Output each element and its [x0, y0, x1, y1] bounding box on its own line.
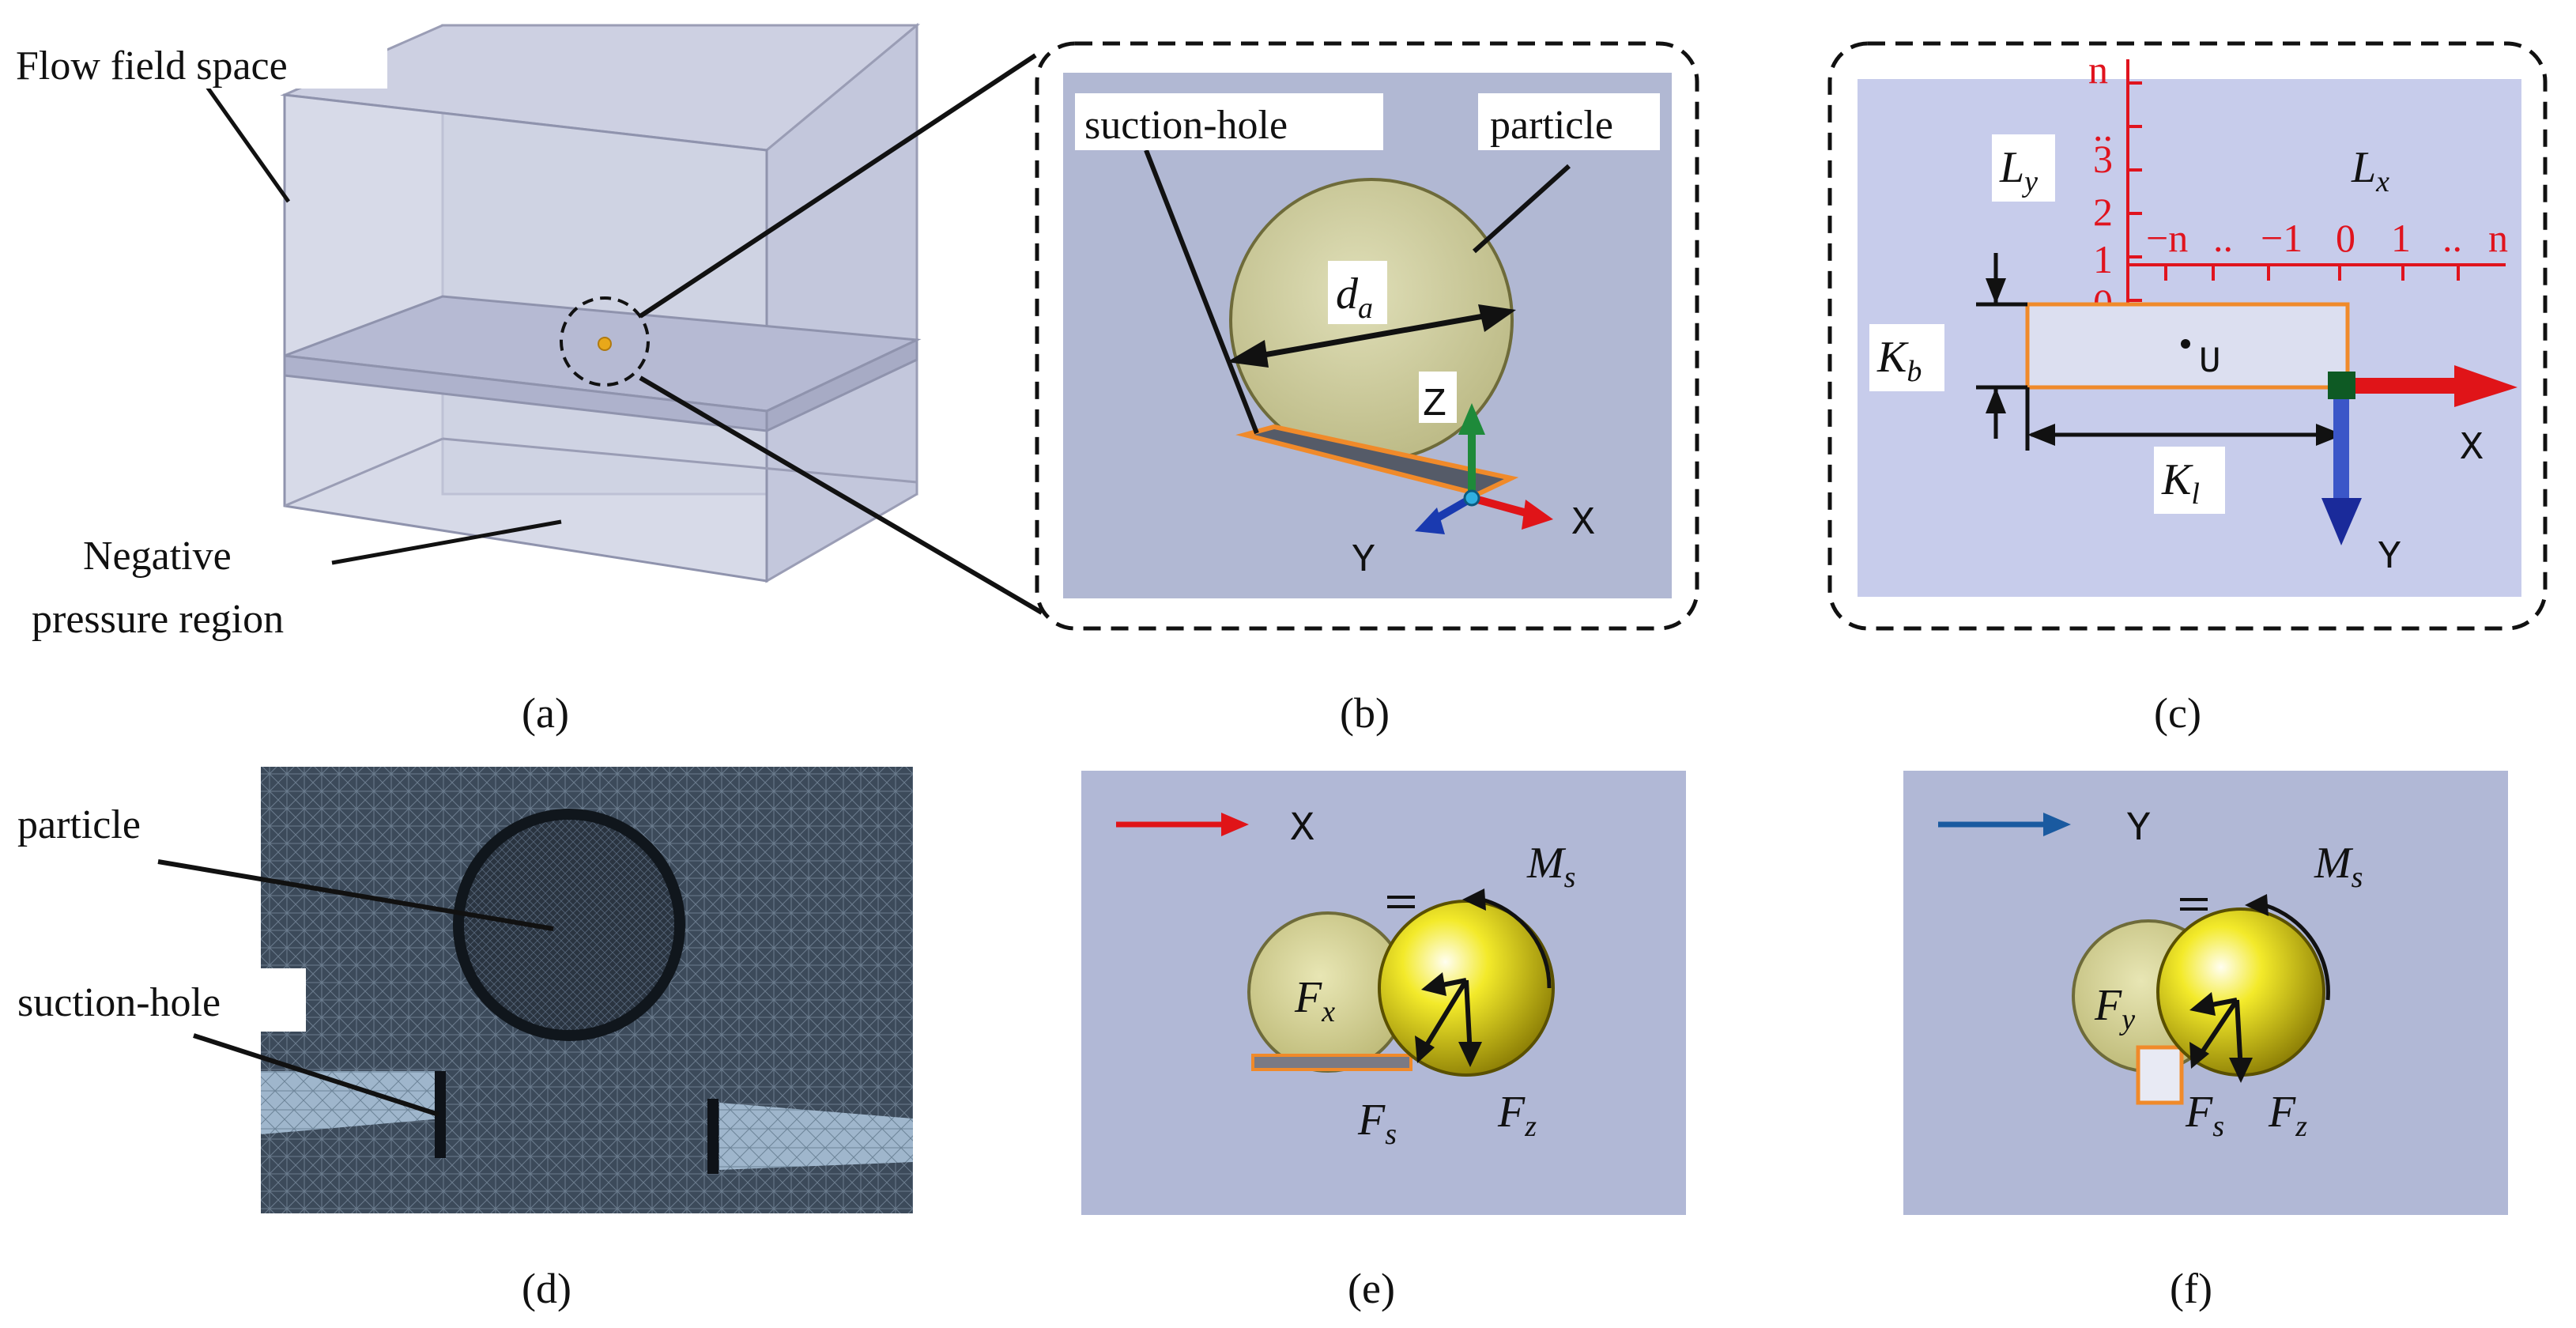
label-lx: Lx: [2351, 143, 2389, 198]
mesh-slab-left: [261, 1071, 443, 1134]
suction-hole-rect: [1235, 424, 1519, 497]
flow-field-box: [280, 22, 922, 583]
label-kb: Kb: [1876, 333, 1922, 388]
caption-d: (d): [522, 1265, 571, 1312]
label-ly: Ly: [1999, 143, 2038, 198]
x-tick-0: −n: [2146, 216, 2188, 260]
y-tick-1: ..: [2093, 105, 2113, 149]
leader-suction-d: [193, 1033, 439, 1117]
axis-label-y: Y: [1352, 538, 1375, 583]
leader-negative-region: [331, 519, 562, 565]
label-fx: Fx: [1294, 973, 1335, 1028]
label-suction-d: suction-hole: [17, 980, 221, 1025]
leader-suction-hole: [1144, 149, 1259, 435]
mesh-slab-right: [719, 1103, 913, 1170]
point-u: [2181, 339, 2190, 349]
moment-arc-e: [1481, 897, 1552, 989]
leader-particle-d: [157, 859, 554, 931]
axis-label-x: X: [1571, 501, 1595, 546]
y-tick-0: n: [2088, 47, 2108, 92]
zoom-connector-bottom: [639, 375, 1043, 615]
y-tick-3: 2: [2093, 190, 2113, 234]
zoom-connector-top: [639, 53, 1037, 319]
panel-f: Y Ms Fy Fs Fz (f): [1903, 771, 2508, 1312]
caption-a: (a): [522, 689, 569, 737]
y-tick-2: 3: [2093, 137, 2113, 181]
panel-a: Flow field space Negative pressure regio…: [8, 22, 922, 737]
dir-label-e: X: [1290, 805, 1314, 852]
x-tick-1: ..: [2213, 216, 2233, 260]
panel-e: X Ms Fx Fs Fz (e): [1081, 771, 1686, 1312]
mesh-particle: [453, 809, 685, 1041]
label-particle-d: particle: [17, 802, 141, 847]
diameter-arrow: [1227, 304, 1516, 368]
direction-arrow-x: [1116, 813, 1249, 836]
x-tick-6: n: [2488, 216, 2508, 260]
x-tick-5: ..: [2442, 216, 2462, 260]
y-axis-arrow-c: [2321, 399, 2362, 545]
label-fz-f: Fz: [2268, 1088, 2307, 1143]
caption-f: (f): [2170, 1265, 2212, 1312]
caption-c: (c): [2154, 689, 2201, 737]
suction-rect-f: [2136, 1045, 2184, 1105]
leader-flow-field: [199, 77, 291, 203]
label-ms-f: Ms: [2314, 839, 2363, 894]
panel-c: n .. 3 2 1 0 −1 −n .. −1 0 1 .. n U: [1827, 41, 2548, 737]
panel-b: da Z X Y suction-hole particle (b): [1035, 41, 1699, 737]
label-particle-b: particle: [1490, 103, 1613, 148]
x-tick-axis: [2128, 263, 2506, 281]
label-fz-e: Fz: [1497, 1088, 1537, 1143]
dir-label-f: Y: [2126, 805, 2151, 852]
label-u: U: [2199, 341, 2221, 383]
caption-e: (e): [1348, 1265, 1395, 1312]
axis-label-x-c: X: [2460, 426, 2484, 471]
leader-particle: [1472, 164, 1571, 254]
suction-rect-e: [1251, 1054, 1412, 1071]
label-flow-field-space: Flow field space: [16, 43, 288, 89]
label-kl: Kl: [2161, 455, 2200, 511]
direction-arrow-y: [1938, 813, 2071, 836]
panel-d: particle suction-hole (d): [9, 767, 913, 1312]
label-negative-line1: Negative: [83, 534, 232, 579]
axes-triad-b: [1415, 403, 1553, 534]
x-tick-3: 0: [2336, 216, 2355, 260]
y-tick-4: 1: [2093, 237, 2113, 281]
caption-b: (b): [1340, 689, 1390, 737]
x-tick-4: 1: [2391, 216, 2411, 260]
equal-sign-e: [1387, 896, 1415, 908]
label-suction-hole-b: suction-hole: [1084, 103, 1288, 148]
origin-cube: [2328, 372, 2355, 399]
label-fs-e: Fs: [1357, 1096, 1397, 1151]
label-ms-e: Ms: [1526, 839, 1575, 894]
particle-marker: [598, 337, 612, 351]
label-negative-line2: pressure region: [32, 597, 284, 642]
label-fs-f: Fs: [2185, 1088, 2224, 1143]
zoom-circle: [560, 296, 650, 387]
kl-dimension: [2025, 387, 2336, 451]
x-tick-2: −1: [2261, 216, 2303, 260]
x-axis-arrow-c: [2355, 365, 2518, 407]
axis-label-z: Z: [1423, 383, 1446, 428]
label-da: da: [1336, 270, 1373, 325]
equal-sign-f: [2180, 898, 2208, 911]
panel-b-frame: [1035, 41, 1699, 631]
label-fy: Fy: [2094, 981, 2135, 1036]
panel-c-frame: [1827, 41, 2548, 631]
axis-label-y-c: Y: [2378, 535, 2401, 580]
moment-arc-f: [2264, 903, 2330, 1001]
